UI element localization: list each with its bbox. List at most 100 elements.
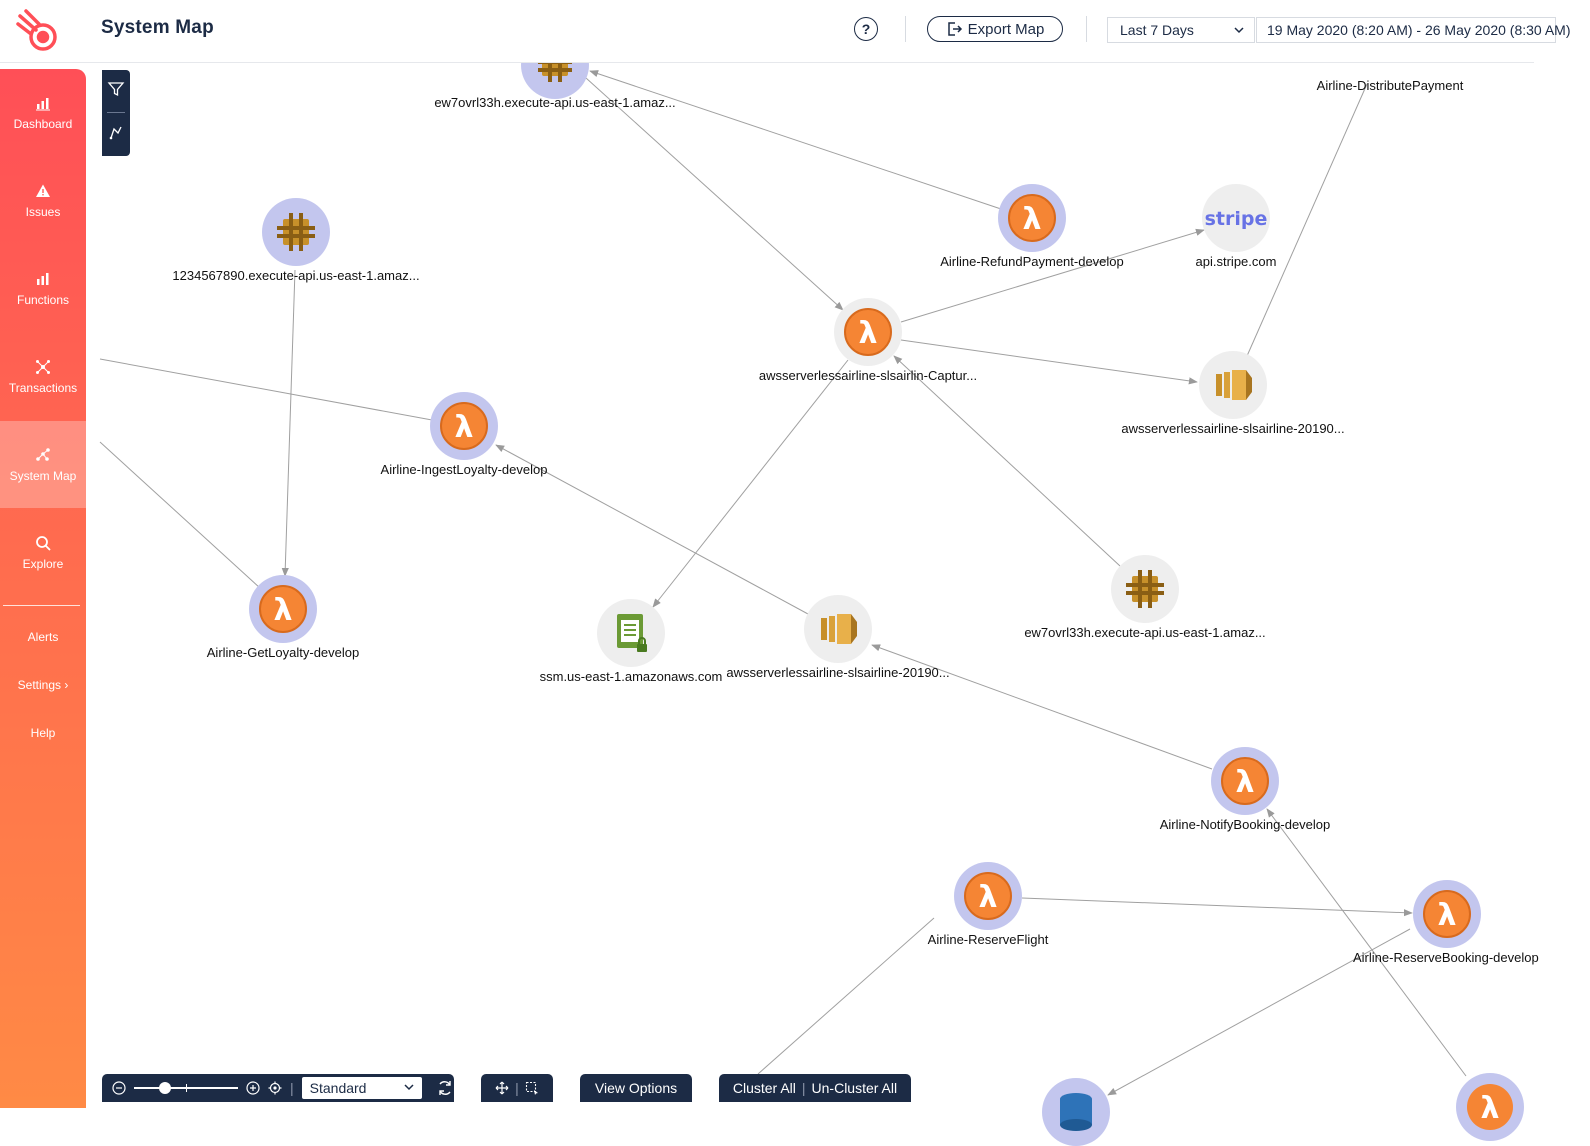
map-node-label: awsserverlessairline-slsairline-20190...: [1121, 421, 1345, 436]
header-divider: [905, 16, 906, 42]
header-divider: [1086, 16, 1087, 42]
map-edge: [495, 444, 809, 615]
sidebar-item-issues[interactable]: Issues: [0, 157, 86, 244]
lambda-icon: λ: [1456, 1073, 1524, 1141]
map-edge: [871, 644, 1213, 770]
map-tool-panel: [102, 70, 130, 156]
help-button[interactable]: ?: [854, 17, 878, 41]
sidebar-item-dashboard[interactable]: Dashboard: [0, 69, 86, 156]
sidebar-item-label: Explore: [22, 556, 64, 571]
map-node-label: awsserverlessairline-slsairlin-Captur...: [758, 368, 978, 383]
warning-icon: [36, 184, 50, 197]
chevron-right-icon: ›: [64, 678, 69, 692]
app-logo[interactable]: [14, 6, 64, 56]
slider-tick: [186, 1084, 187, 1092]
api-gateway-icon: [1111, 555, 1179, 623]
lambda-icon: λ: [998, 184, 1066, 252]
lambda-icon: λ: [834, 298, 902, 366]
map-edge: [652, 359, 849, 608]
api-gateway-icon: [262, 198, 330, 266]
svg-text:λ: λ: [1023, 202, 1042, 237]
sidebar-item-label: Functions: [16, 292, 70, 307]
refresh-layout-icon[interactable]: [436, 1079, 454, 1097]
filter-icon[interactable]: [107, 81, 125, 97]
zoom-slider-knob[interactable]: [159, 1082, 172, 1094]
export-map-label: Export Map: [967, 20, 1045, 38]
zoom-in-icon[interactable]: [246, 1081, 260, 1095]
sidebar-item-functions[interactable]: Functions: [0, 245, 86, 332]
zoom-slider[interactable]: [134, 1082, 238, 1094]
map-node-label: Airline-IngestLoyalty-develop: [380, 462, 548, 477]
svg-text:λ: λ: [1481, 1091, 1500, 1126]
map-edge: [585, 77, 844, 311]
system-map-canvas[interactable]: ew7ovrl33h.execute-api.us-east-1.amaz...…: [86, 31, 1539, 1146]
search-icon: [36, 535, 51, 551]
zoom-out-icon[interactable]: [112, 1081, 126, 1095]
map-edge: [1021, 897, 1413, 917]
sidebar-item-system-map[interactable]: System Map: [0, 421, 86, 508]
ssm-icon: [597, 599, 665, 667]
map-edge: [589, 70, 1002, 210]
lambda-icon: λ: [1413, 880, 1481, 948]
sidebar: Dashboard Issues Functions Transactions: [0, 69, 86, 1108]
sqs-icon: [1199, 351, 1267, 419]
map-node-label: awsserverlessairline-slsairline-20190...: [726, 665, 950, 680]
sqs-icon: [804, 595, 872, 663]
export-icon: [947, 22, 962, 36]
sidebar-link-alerts[interactable]: Alerts: [27, 630, 59, 644]
map-node-label: Airline-RefundPayment-develop: [940, 254, 1124, 269]
sidebar-link-settings[interactable]: Settings ›: [0, 678, 86, 692]
page-title: System Map: [101, 17, 214, 38]
map-edge: [900, 339, 1198, 385]
path-highlight-icon[interactable]: [108, 124, 124, 140]
map-node-label: ssm.us-east-1.amazonaws.com: [539, 669, 723, 684]
svg-text:λ: λ: [979, 880, 998, 915]
map-edge: [893, 355, 1121, 567]
lambda-icon: λ: [1211, 747, 1279, 815]
time-range-select[interactable]: Last 7 Days: [1107, 17, 1255, 43]
tool-divider: [107, 112, 125, 113]
view-options-button[interactable]: View Options: [580, 1074, 692, 1102]
toolbar-separator: |: [801, 1080, 806, 1096]
cluster-all-button[interactable]: Cluster All: [732, 1080, 796, 1096]
chevron-down-icon: [1234, 27, 1244, 34]
box-select-icon[interactable]: [525, 1081, 539, 1095]
toolbar-separator: |: [515, 1080, 519, 1096]
map-edge: [99, 358, 433, 421]
sidebar-divider: [3, 605, 80, 606]
svg-text:λ: λ: [859, 316, 878, 351]
top-header: System Map ? Export Map Last 7 Days 19 M…: [0, 0, 1571, 63]
zoom-toolbar: | Standard: [102, 1074, 454, 1102]
system-map-icon: [36, 447, 50, 461]
map-node-label: Airline-GetLoyalty-develop: [206, 645, 360, 660]
map-edge: [99, 441, 261, 589]
map-node-label: Airline-NotifyBooking-develop: [1159, 817, 1331, 832]
map-node-label: ew7ovrl33h.execute-api.us-east-1.amaz...: [434, 95, 676, 110]
map-node-label: Airline-DistributePayment: [1316, 78, 1464, 93]
date-range-picker[interactable]: 19 May 2020 (8:20 AM) - 26 May 2020 (8:3…: [1256, 17, 1571, 43]
recenter-icon[interactable]: [268, 1081, 282, 1095]
time-range-value: Last 7 Days: [1120, 22, 1194, 38]
svg-text:λ: λ: [1236, 765, 1255, 800]
sidebar-item-explore[interactable]: Explore: [0, 509, 86, 596]
sidebar-item-label: Transactions: [8, 380, 78, 395]
sidebar-item-label: Dashboard: [13, 116, 73, 131]
uncluster-all-button[interactable]: Un-Cluster All: [811, 1080, 898, 1096]
map-node-label: api.stripe.com: [1195, 254, 1277, 269]
chevron-down-icon: [404, 1084, 414, 1091]
layout-select-value: Standard: [309, 1080, 367, 1096]
sidebar-item-transactions[interactable]: Transactions: [0, 333, 86, 420]
svg-text:λ: λ: [1438, 898, 1457, 933]
lambda-icon: λ: [430, 392, 498, 460]
sidebar-link-help[interactable]: Help: [30, 726, 56, 740]
map-edges: [99, 70, 1467, 1096]
pan-icon[interactable]: [495, 1081, 509, 1095]
map-edge: [1107, 928, 1411, 1096]
svg-text:stripe: stripe: [1205, 208, 1268, 230]
transactions-icon: [36, 359, 50, 374]
dashboard-icon: [36, 97, 50, 110]
map-edge: [900, 228, 1205, 323]
export-map-button[interactable]: Export Map: [927, 16, 1063, 42]
bar-chart-icon: [37, 272, 49, 285]
layout-select[interactable]: Standard: [301, 1077, 422, 1099]
